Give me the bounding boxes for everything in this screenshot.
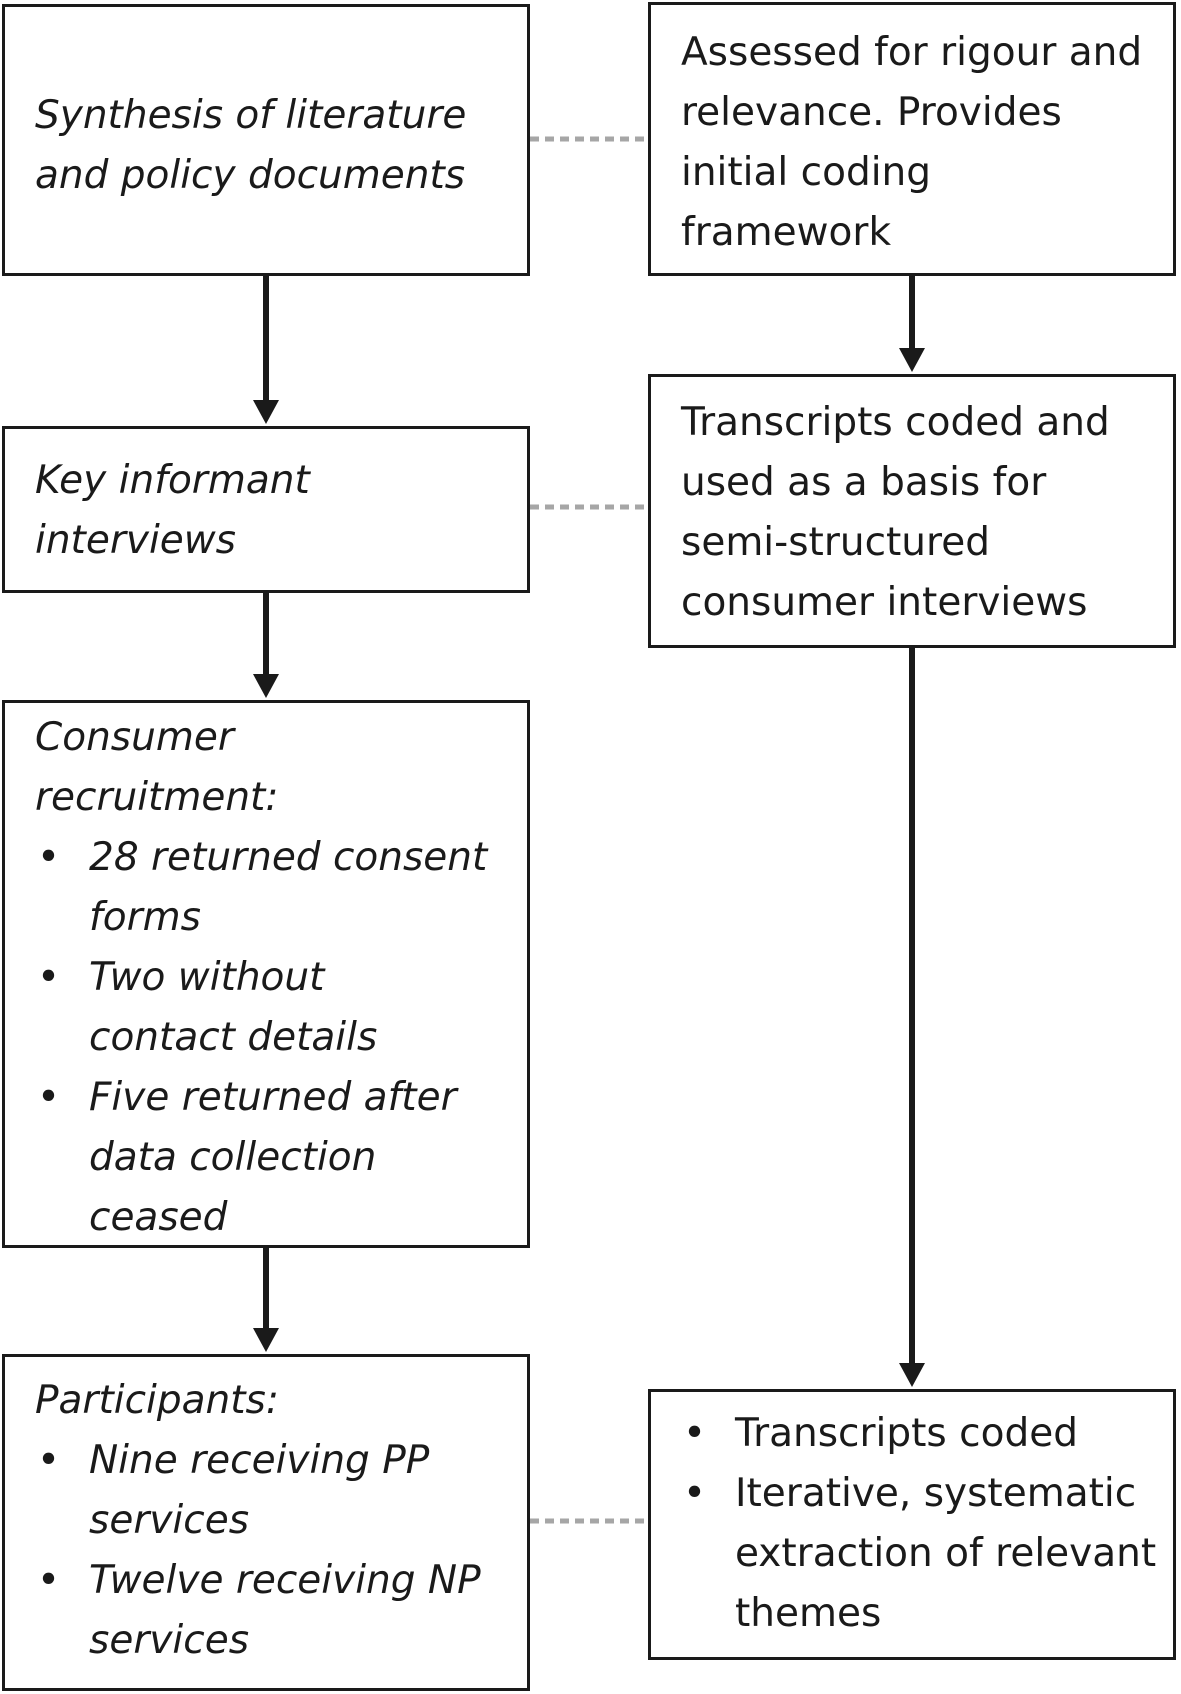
arrowhead-assessed-to-transcripts [899, 348, 925, 372]
transcripts-basis-box: Transcripts coded and used as a basis fo… [648, 374, 1176, 648]
list-item: Iterative, systematic extraction of rele… [681, 1464, 1163, 1644]
themes-box: Transcripts coded Iterative, systematic … [648, 1389, 1176, 1660]
list-item: Transcripts coded [681, 1404, 1163, 1464]
themes-list: Transcripts coded Iterative, systematic … [681, 1404, 1163, 1644]
participants-list: Nine receiving PP services Twelve receiv… [35, 1431, 517, 1671]
consumer-recruitment-box: Consumer recruitment: 28 returned consen… [2, 700, 530, 1248]
list-item: Two without contact details [35, 948, 515, 1068]
list-item: 28 returned consent forms [35, 828, 515, 948]
synthesis-text: Synthesis of literature and policy docum… [35, 93, 467, 198]
consumer-recruitment-heading: Consumer recruitment: [35, 715, 279, 820]
assessed-text: Assessed for rigour and relevance. Provi… [681, 30, 1143, 255]
participants-heading: Participants: [35, 1378, 279, 1423]
synthesis-box: Synthesis of literature and policy docum… [2, 4, 530, 276]
participants-box: Participants: Nine receiving PP services… [2, 1354, 530, 1691]
list-item: Twelve receiving NP services [35, 1551, 517, 1671]
arrowhead-synthesis-to-informant [253, 400, 279, 424]
consumer-recruitment-list: 28 returned consent forms Two without co… [35, 828, 515, 1248]
arrowhead-transcripts-to-themes [899, 1363, 925, 1387]
list-item: Nine receiving PP services [35, 1431, 517, 1551]
key-informant-box: Key informant interviews [2, 426, 530, 593]
arrowhead-informant-to-recruitment [253, 674, 279, 698]
key-informant-text: Key informant interviews [35, 458, 310, 563]
arrowhead-recruitment-to-participants [253, 1328, 279, 1352]
list-item: Five returned after data collection ceas… [35, 1068, 515, 1248]
assessed-box: Assessed for rigour and relevance. Provi… [648, 2, 1176, 276]
transcripts-basis-text: Transcripts coded and used as a basis fo… [681, 400, 1110, 625]
